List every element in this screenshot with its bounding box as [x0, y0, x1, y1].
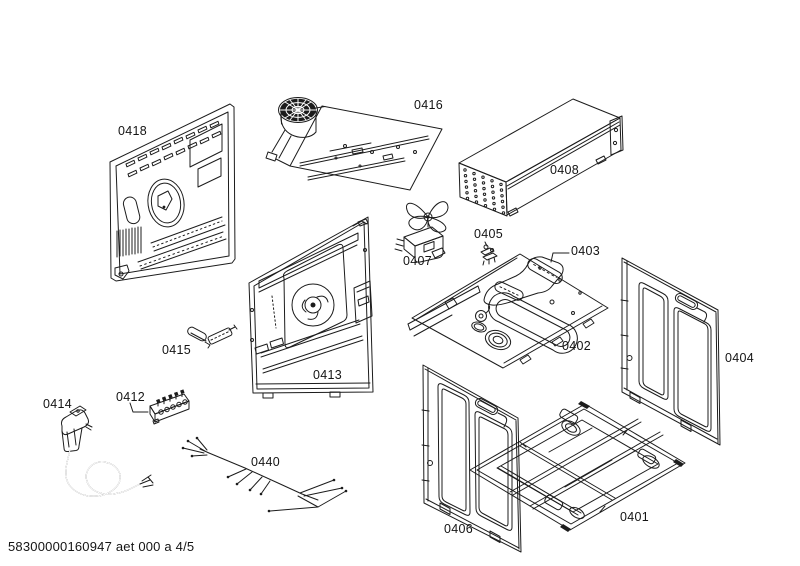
part-0440-wiring-harness: [181, 436, 348, 513]
part-0404-side-panel: [620, 257, 721, 446]
part-label-0407: 0407: [403, 254, 433, 268]
part-0415-latch: [187, 324, 238, 349]
part-label-0418: 0418: [118, 124, 148, 138]
part-0405-clamp: [480, 241, 498, 266]
part-label-0403: 0403: [571, 244, 601, 258]
part-label-0408: 0408: [550, 163, 580, 177]
part-label-0401: 0401: [620, 510, 650, 524]
part-0414-power-cord: [61, 405, 154, 497]
part-label-0415: 0415: [162, 343, 192, 357]
part-0401-base-frame: [469, 401, 686, 532]
part-label-0413: 0413: [313, 368, 343, 382]
part-label-0405: 0405: [474, 227, 504, 241]
leader-lines: [129, 252, 570, 413]
document-code: 58300000160947 aet 000 a 4/5: [8, 539, 195, 554]
part-0402-top-panel: [407, 253, 609, 369]
part-0418-rear-panel: [109, 103, 236, 282]
part-label-0402: 0402: [562, 339, 592, 353]
part-0412-terminal-block: [149, 389, 190, 425]
part-0403-bracket: [483, 256, 564, 306]
part-0408-top-cover: [458, 98, 624, 217]
part-0406-side-panel: [421, 364, 522, 553]
part-label-0414: 0414: [43, 397, 73, 411]
part-0413-inner-panel: [248, 216, 374, 399]
part-0407-fan-motor: [394, 201, 449, 263]
part-label-0404: 0404: [725, 351, 755, 365]
part-label-0412: 0412: [116, 390, 146, 404]
part-0416-fan-panel: [265, 97, 443, 191]
part-label-0440: 0440: [251, 455, 281, 469]
part-label-0406: 0406: [444, 522, 474, 536]
part-label-0416: 0416: [414, 98, 444, 112]
